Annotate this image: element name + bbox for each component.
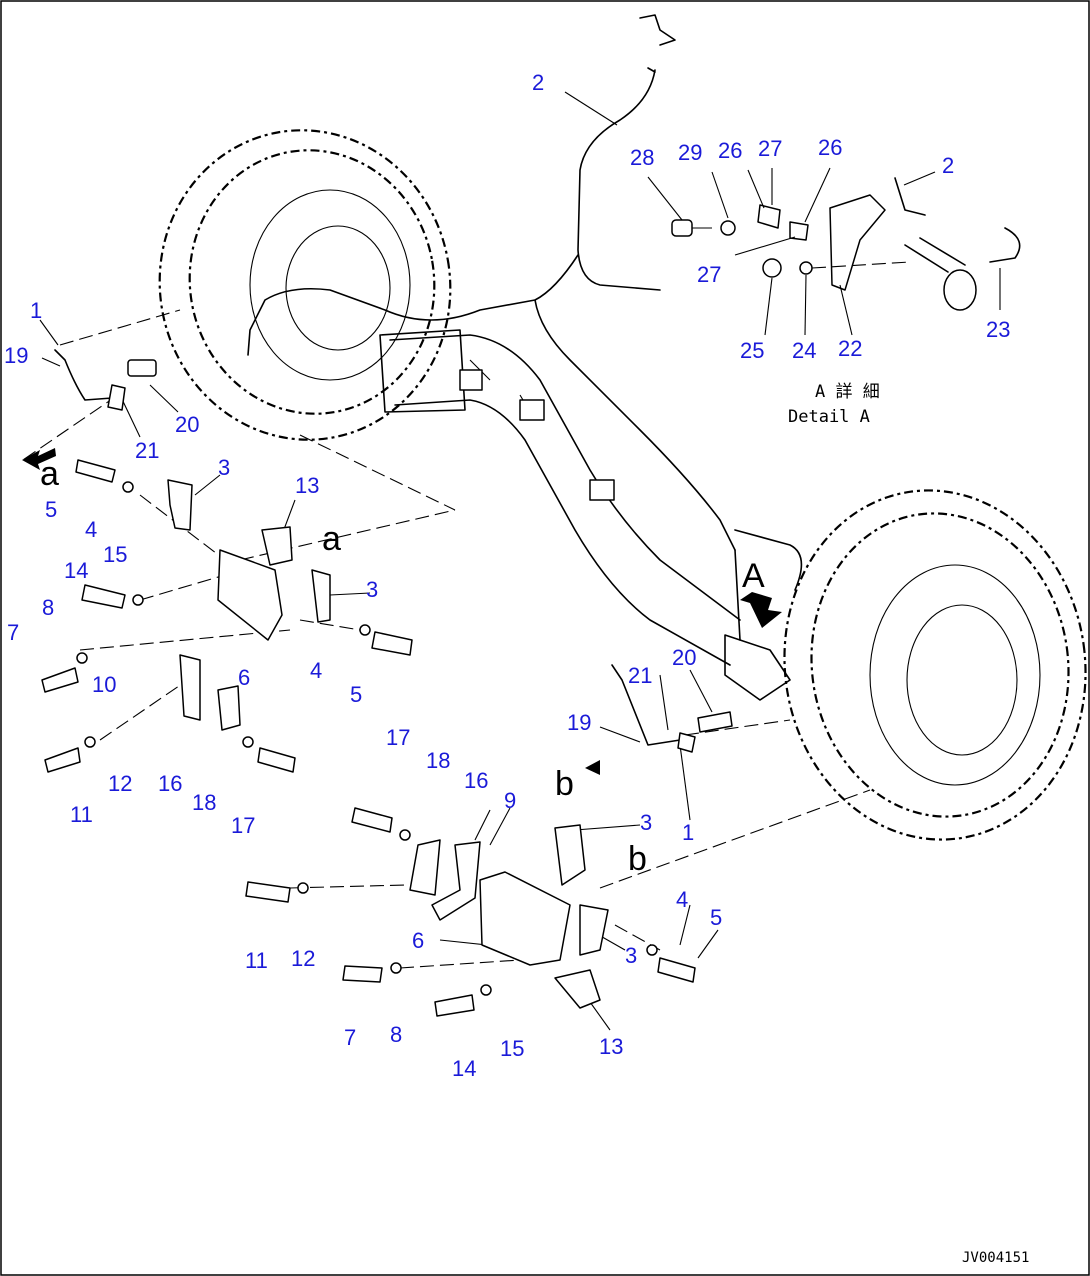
callout-12[interactable]: 12 (291, 946, 315, 971)
callout-11[interactable]: 11 (245, 948, 268, 973)
left-bracket-group (41, 349, 413, 773)
callout-6[interactable]: 6 (238, 665, 250, 690)
callout-5[interactable]: 5 (710, 905, 722, 930)
callout-8[interactable]: 8 (390, 1022, 402, 1047)
callout-13[interactable]: 13 (295, 473, 319, 498)
callout-2[interactable]: 2 (942, 153, 954, 178)
detail-caption-en: Detail A (788, 407, 870, 427)
callout-16[interactable]: 16 (158, 771, 182, 796)
callout-22[interactable]: 22 (838, 336, 862, 361)
axle-housing (379, 329, 791, 701)
callout-11[interactable]: 11 (70, 802, 93, 827)
callout-13[interactable]: 13 (599, 1034, 623, 1059)
callout-29[interactable]: 29 (678, 140, 702, 165)
leader-lines (39, 91, 1001, 1031)
callout-15[interactable]: 15 (103, 542, 127, 567)
left-tire (158, 129, 452, 441)
connector-b-arrow (585, 760, 600, 775)
callout-3[interactable]: 3 (625, 943, 637, 968)
callout-27[interactable]: 27 (697, 262, 721, 287)
callout-14[interactable]: 14 (452, 1056, 476, 1081)
callout-23[interactable]: 23 (986, 317, 1010, 342)
detail-a-arrow (740, 592, 782, 628)
callout-14[interactable]: 14 (64, 558, 88, 583)
wiring-harness-2 (247, 14, 803, 641)
callout-18[interactable]: 18 (426, 748, 450, 773)
callout-1[interactable]: 1 (682, 820, 694, 845)
callout-3[interactable]: 3 (640, 810, 652, 835)
ref-a: a (322, 520, 341, 558)
callout-12[interactable]: 12 (108, 771, 132, 796)
callout-labels: 2 2 28 29 26 27 26 27 25 24 22 23 1 19 2… (4, 70, 1010, 1081)
right-bracket-group (245, 664, 733, 1017)
ref-a: a (40, 455, 59, 493)
detail-a-assembly (671, 177, 1021, 311)
callout-5[interactable]: 5 (45, 497, 57, 522)
callout-3[interactable]: 3 (218, 455, 230, 480)
ref-b: b (555, 765, 574, 803)
callout-20[interactable]: 20 (175, 412, 199, 437)
callout-17[interactable]: 17 (231, 813, 255, 838)
callout-28[interactable]: 28 (630, 145, 654, 170)
callout-19[interactable]: 19 (567, 710, 591, 735)
right-tire (783, 489, 1087, 841)
callout-4[interactable]: 4 (85, 517, 97, 542)
callout-4[interactable]: 4 (310, 658, 322, 683)
callout-18[interactable]: 18 (192, 790, 216, 815)
callout-26[interactable]: 26 (718, 138, 742, 163)
callout-2[interactable]: 2 (532, 70, 544, 95)
callout-25[interactable]: 25 (740, 338, 764, 363)
ref-b: b (628, 840, 647, 878)
callout-6[interactable]: 6 (412, 928, 424, 953)
callout-7[interactable]: 7 (344, 1025, 356, 1050)
callout-27[interactable]: 27 (758, 136, 782, 161)
callout-4[interactable]: 4 (676, 887, 688, 912)
callout-16[interactable]: 16 (464, 768, 488, 793)
callout-17[interactable]: 17 (386, 725, 410, 750)
callout-7[interactable]: 7 (7, 620, 19, 645)
connector-a-arrow (22, 448, 56, 470)
callout-3[interactable]: 3 (366, 577, 378, 602)
callout-21[interactable]: 21 (135, 438, 159, 463)
reference-letters: a a b b A (40, 455, 765, 878)
callout-5[interactable]: 5 (350, 682, 362, 707)
callout-1[interactable]: 1 (30, 298, 42, 323)
callout-20[interactable]: 20 (672, 645, 696, 670)
callout-21[interactable]: 21 (628, 663, 652, 688)
callout-15[interactable]: 15 (500, 1036, 524, 1061)
assembly-lines (19, 309, 871, 969)
callout-10[interactable]: 10 (92, 672, 116, 697)
detail-caption-jp: A 詳 細 (815, 382, 880, 402)
callout-19[interactable]: 19 (4, 343, 28, 368)
drawing-code: JV004151 (962, 1250, 1029, 1266)
callout-9[interactable]: 9 (504, 788, 516, 813)
callout-24[interactable]: 24 (792, 338, 816, 363)
ref-detail-a: A (742, 557, 765, 595)
callout-26[interactable]: 26 (818, 135, 842, 160)
callout-8[interactable]: 8 (42, 595, 54, 620)
